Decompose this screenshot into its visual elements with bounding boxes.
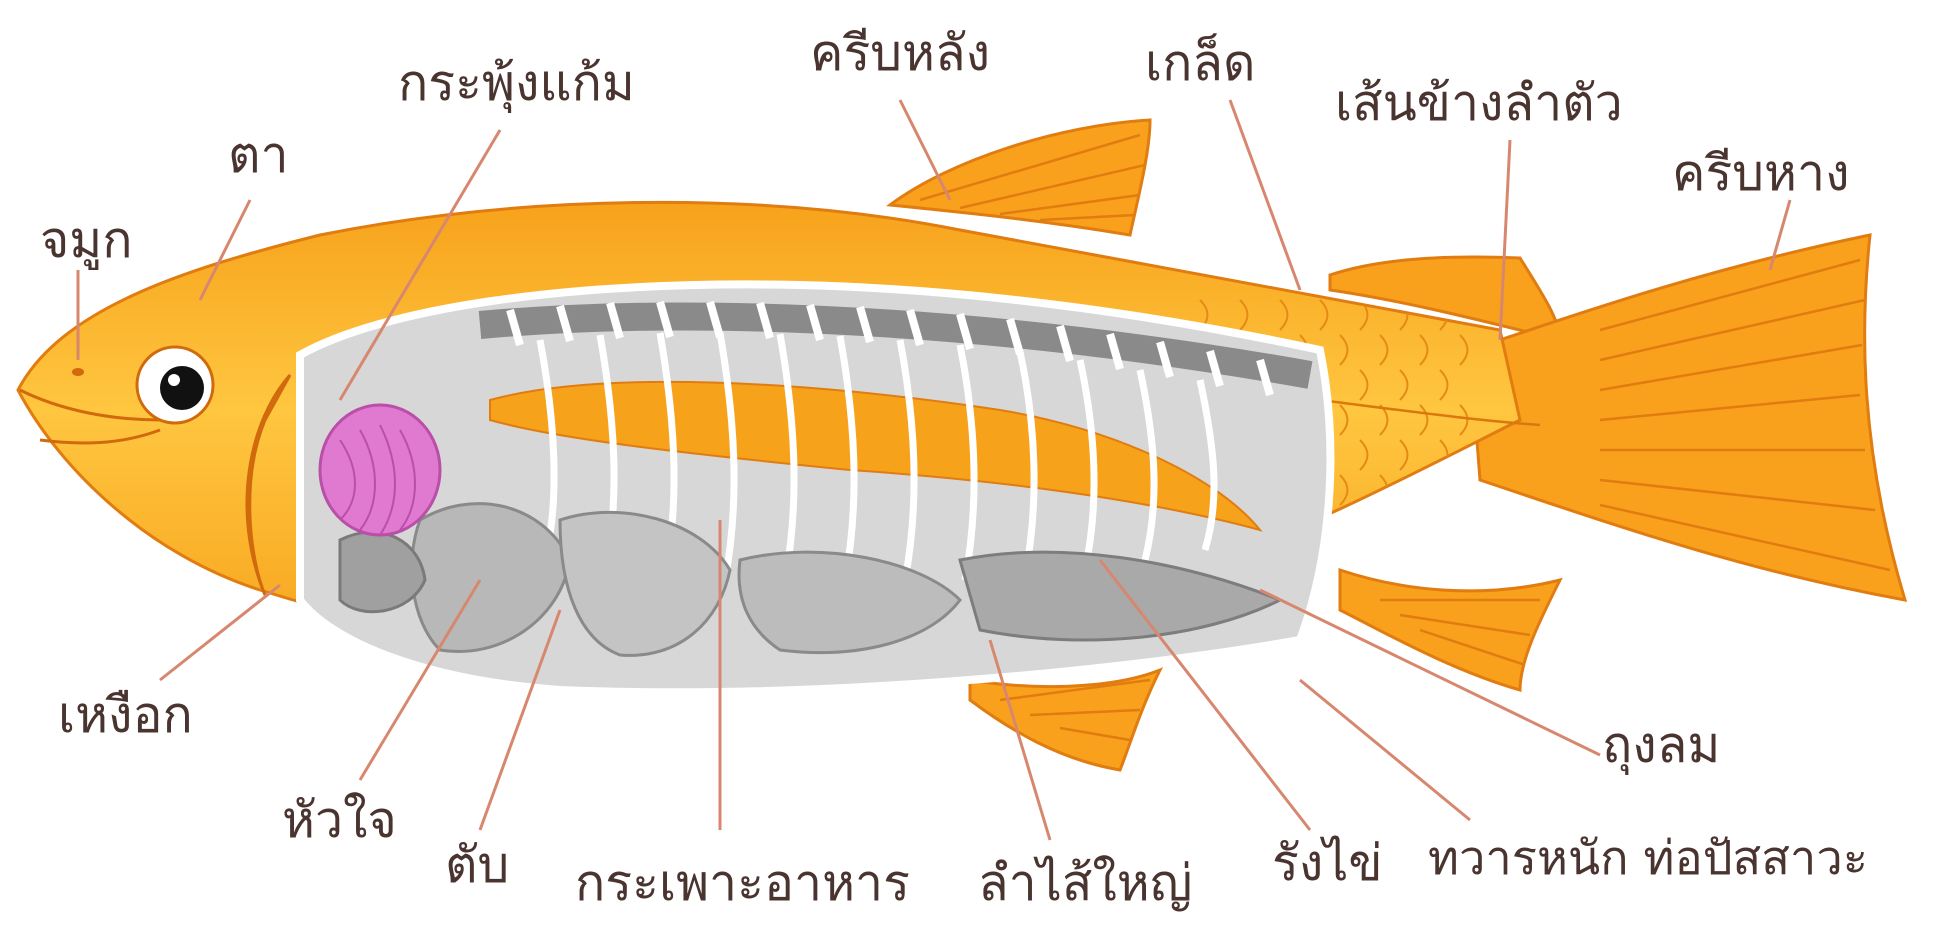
label-liver: ตับ xyxy=(445,840,509,890)
label-caudal-fin: ครีบหาง xyxy=(1672,148,1850,198)
label-heart: หัวใจ xyxy=(282,795,397,845)
gills xyxy=(320,405,440,535)
nostril xyxy=(72,368,84,376)
label-ovary: รังไข่ xyxy=(1272,838,1383,888)
anal-fin xyxy=(1340,570,1560,690)
label-operculum: กระพุ้งแก้ม xyxy=(398,58,635,108)
pelvic-fin xyxy=(970,670,1160,770)
dorsal-fin xyxy=(890,120,1150,235)
label-gills: เหงือก xyxy=(58,690,193,740)
label-stomach: กระเพาะอาหาร xyxy=(575,858,910,908)
label-intestine: ลำไส้ใหญ่ xyxy=(978,858,1192,908)
label-lateral-line: เส้นข้างลำตัว xyxy=(1335,78,1623,128)
label-eye: ตา xyxy=(228,130,289,180)
label-dorsal-fin: ครีบหลัง xyxy=(810,28,990,78)
label-nose: จมูก xyxy=(40,215,133,265)
eye xyxy=(137,347,213,423)
label-scales: เกล็ด xyxy=(1145,38,1255,88)
label-swim-bladder: ถุงลม xyxy=(1602,720,1720,770)
label-anus-urinary: ทวารหนัก ท่อปัสสาวะ xyxy=(1428,835,1868,882)
